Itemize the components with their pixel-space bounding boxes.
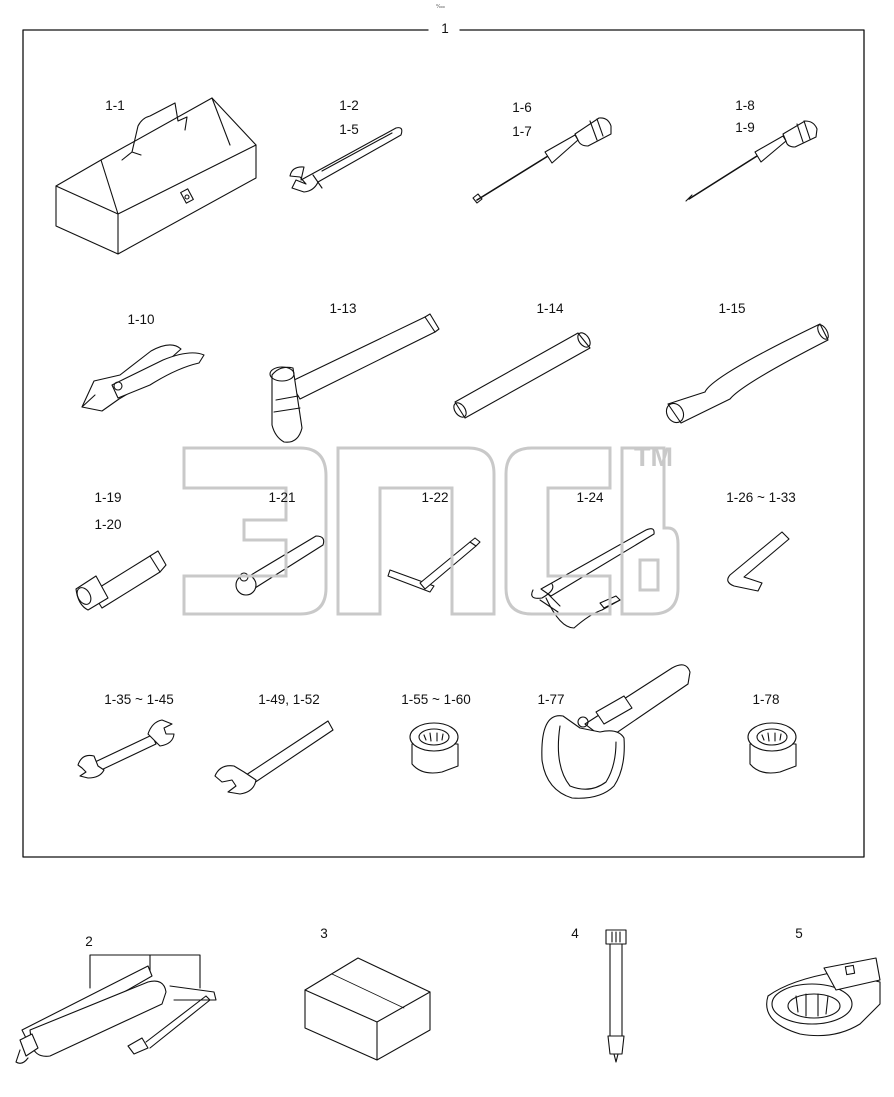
pliers-drawing [81,344,205,412]
part-label: 1-21 [268,490,296,505]
single-wrench-drawing [214,720,334,795]
hammer-drawing [269,313,440,443]
toolbox-drawing [55,97,257,255]
corner-mark: ⁰⁄₀₀₀ [436,4,445,10]
part-label: 1-26 ~ 1-33 [726,490,796,505]
part-label: 1-77 [537,692,565,707]
filter-wrench-drawing [541,664,691,799]
part-label: 3 [320,926,328,941]
bar-drawing [453,332,591,419]
kit-frame [22,29,865,858]
part-label: 1-9 [735,120,755,135]
watermark-mark: TM [634,442,673,472]
flat-screwdriver-drawing [472,117,612,204]
pipe-drawing [665,323,829,424]
socket-b-drawing [747,722,797,774]
part-label: 1-5 [339,122,359,137]
part-label: 1-13 [329,301,357,316]
part-label: 1-20 [94,517,122,532]
part-label: 1-8 [735,98,755,113]
ring-spanner-drawing [766,957,881,1037]
cross-screwdriver-drawing [685,120,818,202]
kit-label: 1 [441,21,449,36]
ratchet-drawing [235,535,325,596]
part-label: 1-15 [718,301,746,316]
part-label: 1-49, 1-52 [258,692,320,707]
part-label: 1-55 ~ 1-60 [401,692,471,707]
hex-key-drawing [727,531,790,592]
t-wrench-drawing [387,537,481,593]
adjustable-wrench-drawing [289,127,403,193]
part-label: 2 [85,934,93,949]
shaft-drawing [605,929,627,1063]
part-label: 1-10 [127,312,155,327]
part-label: 1-6 [512,100,532,115]
strap-wrench-drawing [531,528,655,629]
part-label: 1-22 [421,490,449,505]
part-label: 1-19 [94,490,122,505]
double-wrench-drawing [77,719,175,779]
part-label: 1-7 [512,124,532,139]
grease-gun-drawing [15,954,217,1064]
part-label: 1-1 [105,98,125,113]
part-label: 4 [571,926,579,941]
box-drawing [304,957,431,1061]
part-label: 1-78 [752,692,780,707]
part-label: 1-2 [339,98,359,113]
socket-drawing [409,722,459,774]
socket-extension-drawing [75,550,167,611]
part-label: 1-14 [536,301,564,316]
part-label: 5 [795,926,803,941]
part-label: 1-35 ~ 1-45 [104,692,174,707]
part-label: 1-24 [576,490,604,505]
